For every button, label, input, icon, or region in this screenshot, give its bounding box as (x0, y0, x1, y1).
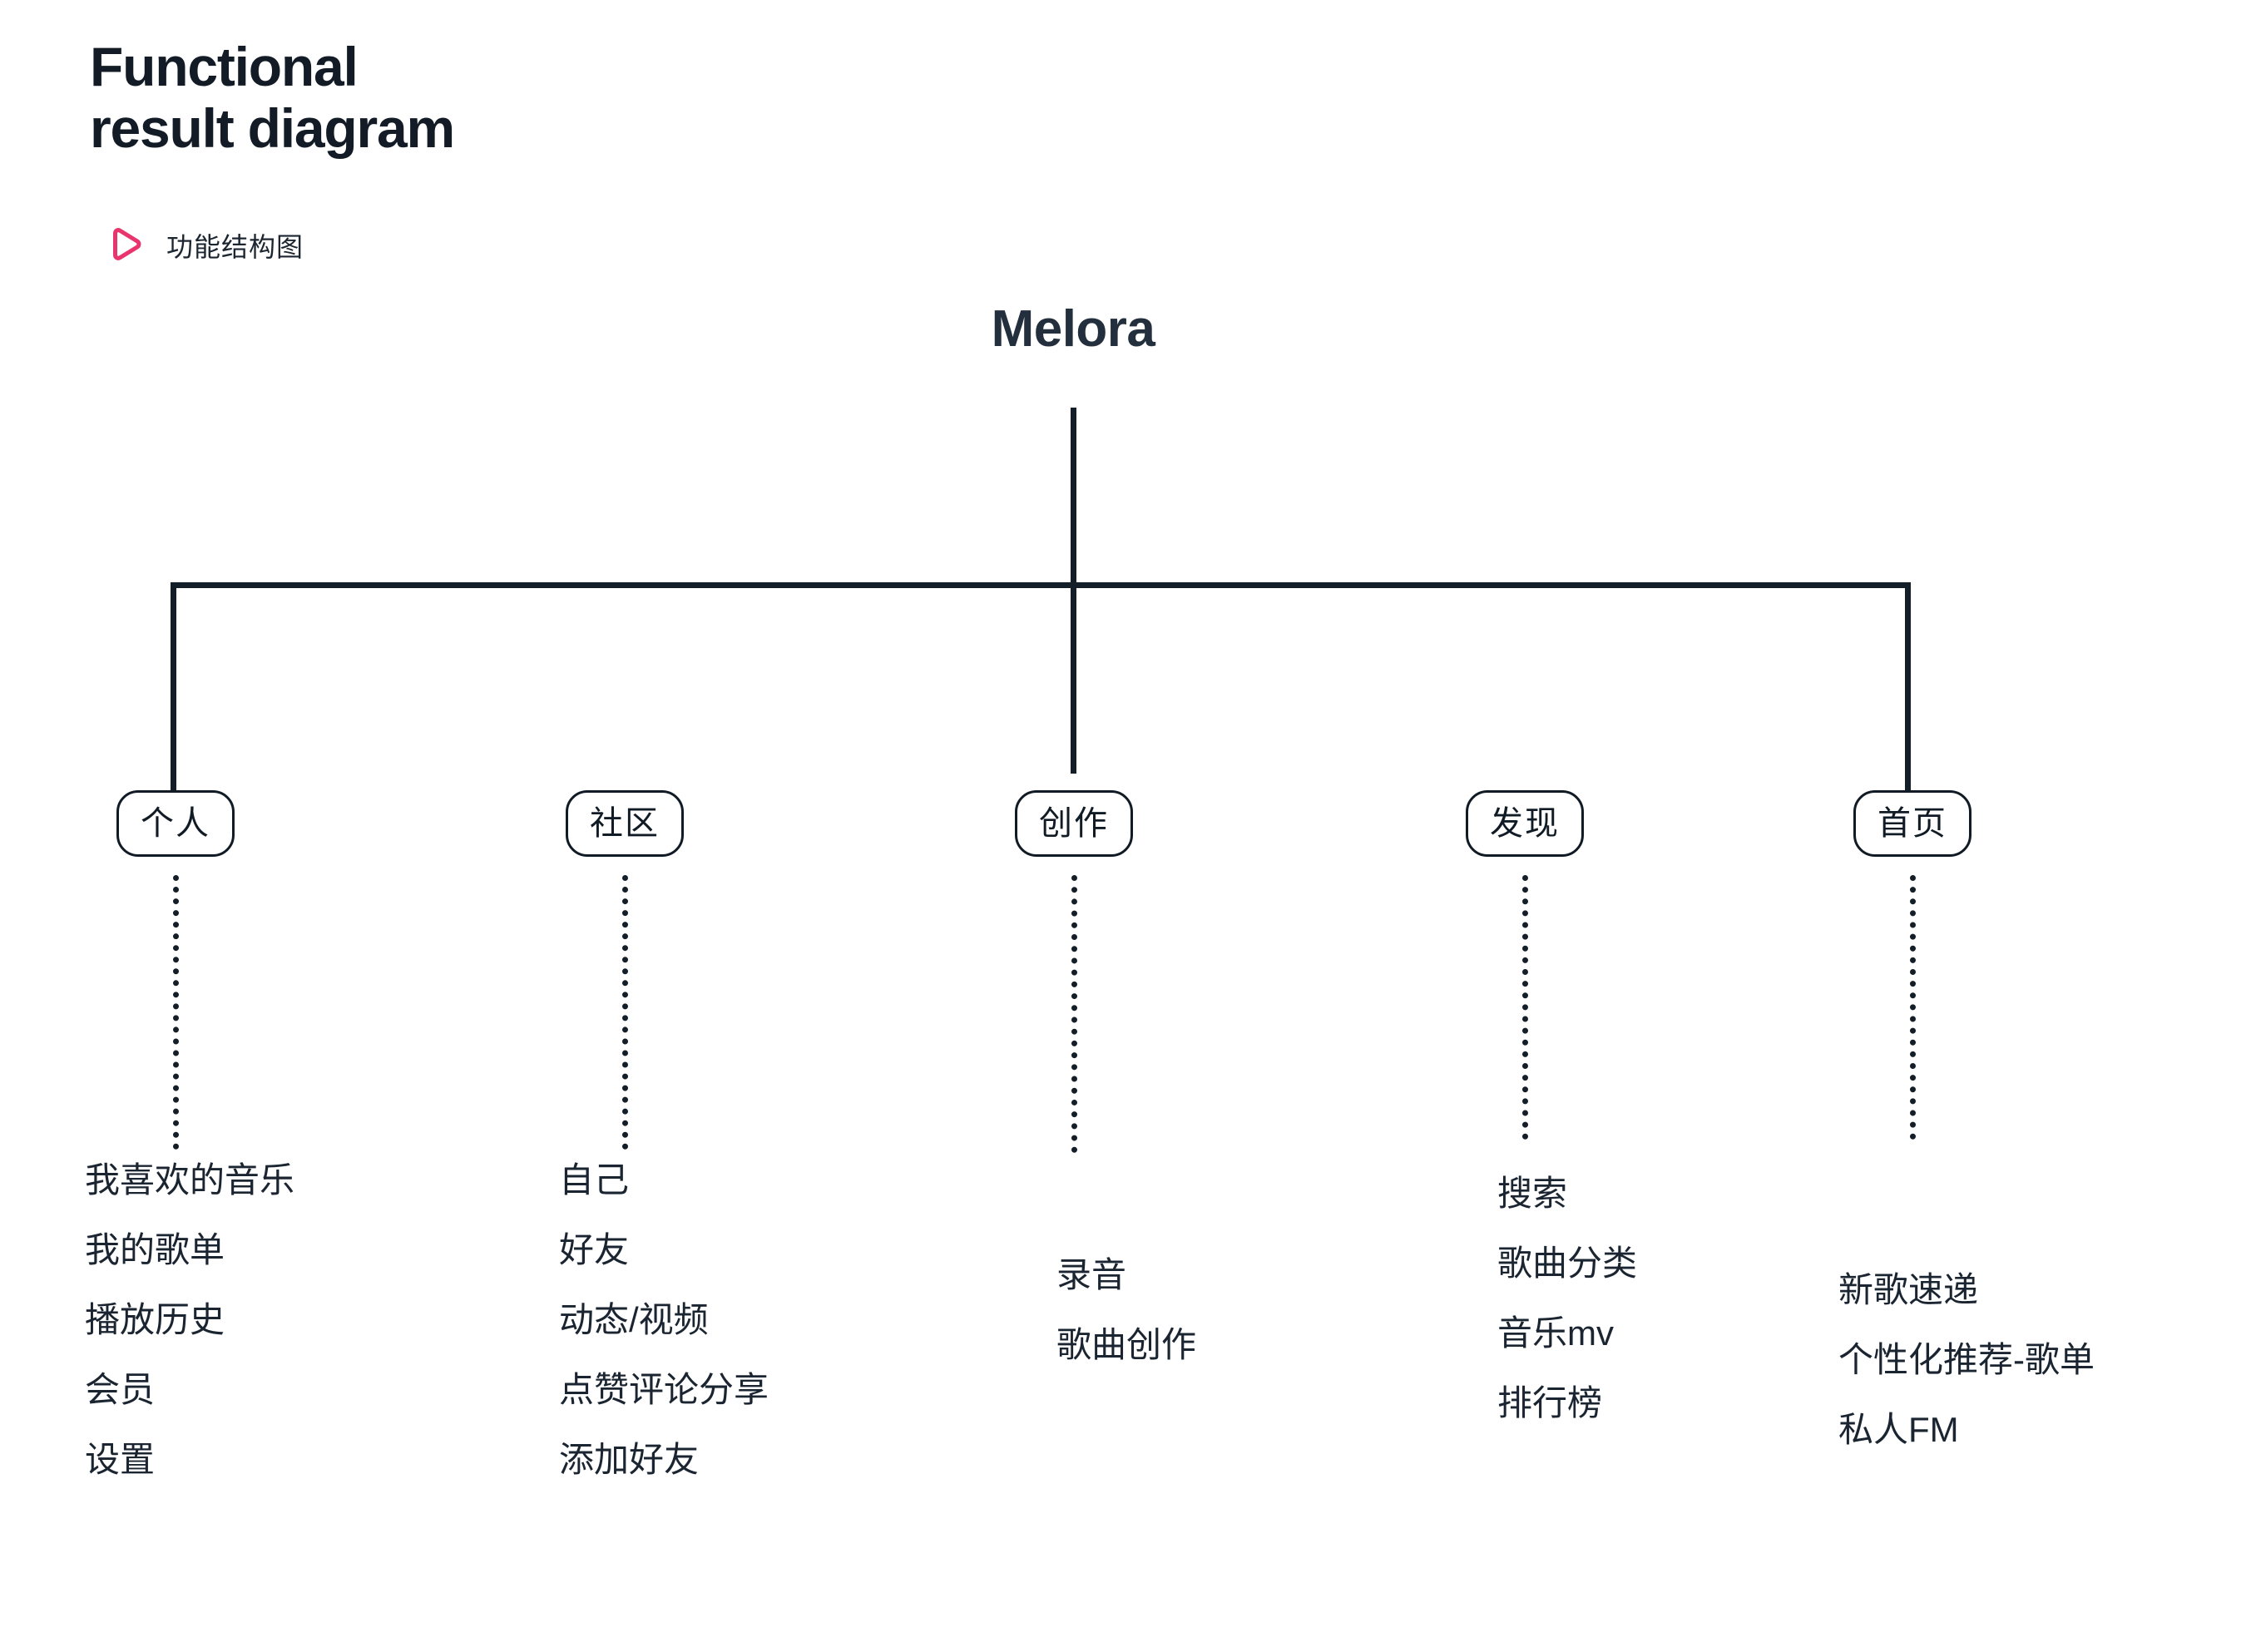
list-item[interactable]: 搜索 (1497, 1174, 1568, 1213)
list-item[interactable]: 添加好友 (559, 1440, 700, 1479)
list-item[interactable]: 动态/视频 (559, 1300, 709, 1339)
node-label: 首页 (1877, 805, 1947, 842)
list-item[interactable]: 歌曲创作 (1056, 1325, 1197, 1364)
list-item[interactable]: 新歌速递 (1838, 1270, 1979, 1309)
page-title-line-1: Functional (90, 36, 359, 97)
list-item[interactable]: 我喜欢的音乐 (85, 1160, 295, 1199)
list-item[interactable]: 我的歌单 (85, 1230, 225, 1269)
node-label: 创作 (1039, 805, 1109, 842)
leaf-connector-line-1 (173, 875, 179, 1150)
list-item[interactable]: 播放历史 (85, 1300, 225, 1339)
node-label: 发现 (1490, 805, 1560, 842)
page-title: Functional result diagram (90, 36, 839, 160)
node-label: 个人 (141, 805, 210, 842)
list-item[interactable]: 歌曲分类 (1497, 1244, 1638, 1283)
leaf-connector-line-3 (1071, 875, 1077, 1153)
leaf-connector-line-2 (622, 875, 628, 1150)
list-item[interactable]: 个性化推荐-歌单 (1838, 1340, 2095, 1379)
list-item[interactable]: 私人FM (1838, 1410, 1959, 1449)
leaf-list-faxian: 搜索 歌曲分类 音乐mv 排行榜 (1497, 1176, 1637, 1421)
list-item[interactable]: 点赞评论分享 (559, 1370, 769, 1409)
list-item[interactable]: 自己 (559, 1160, 630, 1199)
root-stem-line (1071, 408, 1076, 774)
play-triangle-icon (106, 226, 145, 265)
list-item[interactable]: 好友 (559, 1230, 630, 1269)
list-item[interactable]: 排行榜 (1497, 1383, 1603, 1422)
node-box-faxian[interactable]: 发现 (1466, 790, 1584, 857)
list-item[interactable]: 音乐mv (1497, 1313, 1614, 1353)
list-item[interactable]: 设置 (85, 1440, 156, 1479)
leaf-connector-line-5 (1910, 875, 1916, 1140)
branch-drop-line-1 (171, 582, 176, 790)
leaf-connector-line-4 (1522, 875, 1528, 1140)
branch-bus-line (171, 582, 1911, 588)
root-node-melora: Melora (991, 300, 1155, 358)
node-box-shouye[interactable]: 首页 (1853, 790, 1971, 857)
branch-drop-line-5 (1905, 582, 1911, 790)
list-item[interactable]: 会员 (85, 1370, 156, 1409)
leaf-list-shequ: 自己 好友 动态/视频 点赞评论分享 添加好友 (559, 1163, 769, 1477)
leaf-list-shouye: 新歌速递 个性化推荐-歌单 私人FM (1838, 1273, 2095, 1447)
node-label: 社区 (590, 805, 660, 842)
leaf-list-chuangzuo: 录音 歌曲创作 (1056, 1258, 1196, 1363)
subtitle-row: 功能结构图 (106, 226, 304, 265)
page-title-line-2: result diagram (90, 96, 455, 159)
subtitle-text: 功能结构图 (166, 232, 304, 262)
node-box-chuangzuo[interactable]: 创作 (1015, 790, 1133, 857)
node-box-shequ[interactable]: 社区 (566, 790, 684, 857)
leaf-list-geren: 我喜欢的音乐 我的歌单 播放历史 会员 设置 (85, 1163, 294, 1477)
list-item[interactable]: 录音 (1056, 1255, 1127, 1294)
node-box-geren[interactable]: 个人 (116, 790, 235, 857)
